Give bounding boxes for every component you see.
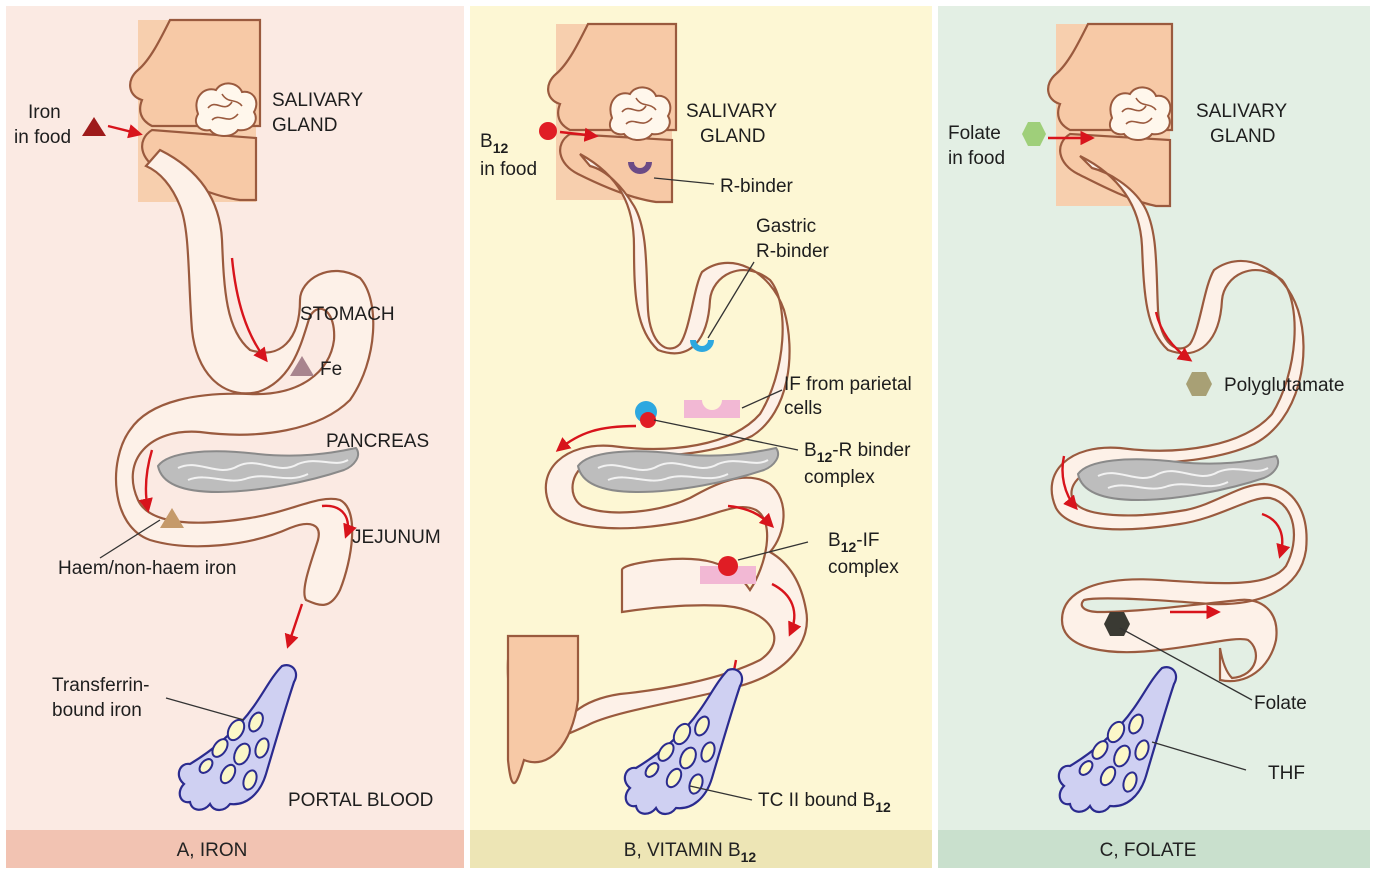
label-b12r-2: complex: [804, 467, 875, 488]
salivary-gland-icon-c: [1110, 87, 1170, 140]
label-transferrin-2: bound iron: [52, 700, 142, 721]
panel-folate-caption: C, FOLATE: [1100, 840, 1197, 861]
b12-food-dot-icon: [539, 122, 557, 140]
label-gastric-2: R-binder: [756, 241, 830, 262]
label-gastric-1: Gastric: [756, 216, 816, 237]
label-thf: THF: [1268, 763, 1305, 784]
label-folate-food-1: Folate: [948, 123, 1001, 144]
label-fe: Fe: [320, 359, 342, 380]
label-polyglutamate: Polyglutamate: [1224, 375, 1344, 396]
label-salivary-b-1: SALIVARY: [686, 101, 778, 122]
label-if-1: IF from parietal: [784, 374, 912, 395]
label-salivary-1: SALIVARY: [272, 90, 364, 111]
label-portal-blood: PORTAL BLOOD: [288, 790, 433, 811]
salivary-gland-icon-b: [610, 87, 670, 140]
panel-folate: C, FOLATE Folate in food SALIVARY GLAND …: [938, 6, 1370, 868]
label-folate-food-2: in food: [948, 148, 1005, 169]
label-pancreas: PANCREAS: [326, 431, 429, 452]
label-stomach: STOMACH: [300, 304, 395, 325]
label-jejunum: JEJUNUM: [352, 527, 441, 548]
label-salivary-2: GLAND: [272, 115, 337, 136]
label-salivary-c-2: GLAND: [1210, 126, 1275, 147]
label-iron-food-1: Iron: [28, 102, 61, 123]
label-iron-food-2: in food: [14, 127, 71, 148]
panel-iron-caption: A, IRON: [177, 840, 248, 861]
b12-if-complex-dot-icon: [718, 556, 738, 576]
b12-r-complex-dot-icon: [640, 412, 656, 428]
label-b12-food-2: in food: [480, 159, 537, 180]
label-folate: Folate: [1254, 693, 1307, 714]
label-r-binder: R-binder: [720, 176, 794, 197]
label-salivary-b-2: GLAND: [700, 126, 765, 147]
label-b12if-2: complex: [828, 557, 899, 578]
label-salivary-c-1: SALIVARY: [1196, 101, 1288, 122]
panel-b12: B, VITAMIN B12 B12 in food SALIVARY: [470, 6, 932, 868]
label-transferrin-1: Transferrin-: [52, 675, 149, 696]
salivary-gland-icon: [196, 83, 256, 136]
label-if-2: cells: [784, 398, 822, 419]
panel-iron: A, IRON Iron in food SALIVARY GLAND STOM…: [6, 6, 464, 868]
label-haem: Haem/non-haem iron: [58, 558, 236, 579]
